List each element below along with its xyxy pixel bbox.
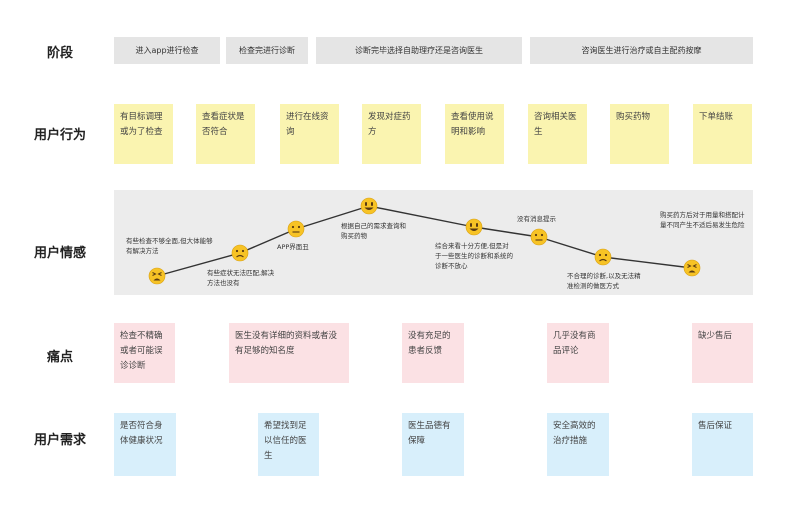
row-label-stage: 阶段 xyxy=(46,46,73,61)
emotion-note-8: 购买药方后对于用量和搭配计量不同产生不适后易发生危险 xyxy=(660,211,745,229)
pain-point-card: 没有充足的患者反馈 xyxy=(402,323,464,383)
pain-point-card: 医生没有详细的资料或者没有足够的知名度 xyxy=(229,323,349,383)
behavior-card: 下单结账 xyxy=(693,104,752,164)
behavior-card: 购买药物 xyxy=(610,104,669,164)
emotion-note-4: 根据自己的需求查询和购买药物 xyxy=(341,222,406,240)
worried-face-icon xyxy=(683,259,701,277)
happy-face-icon xyxy=(465,218,483,236)
neutral-face-icon xyxy=(287,220,305,238)
sad-face-icon xyxy=(594,248,612,266)
emotion-curve xyxy=(148,197,701,285)
emotion-note-1: 有些检查不够全面,但大体能够有解决方法 xyxy=(126,237,213,255)
sad-face-icon xyxy=(231,244,249,262)
emotion-line xyxy=(156,205,693,277)
need-card: 安全高效的治疗措施 xyxy=(547,413,609,476)
behavior-card: 咨询相关医生 xyxy=(528,104,587,164)
emotion-note-7: 不合理的诊断,以及无法精准检测的做医方式 xyxy=(567,272,641,290)
behavior-card: 发现对症药方 xyxy=(362,104,421,164)
happy-face-icon xyxy=(360,197,378,215)
emotion-note-2: 有些症状无法匹配,解决方法也没有 xyxy=(207,269,275,287)
emotion-note-3: APP界面丑 xyxy=(277,243,309,251)
need-card: 医生品德有保障 xyxy=(402,413,464,476)
emotion-curve-panel: 有些检查不够全面,但大体能够有解决方法 有些症状无法匹配,解决方法也没有 APP… xyxy=(114,190,753,295)
row-label-behavior: 用户行为 xyxy=(33,128,86,143)
need-card: 售后保证 xyxy=(692,413,753,476)
emotion-note-5: 综合来看十分方便,但是对于一些医生的诊断和系统的诊断不放心 xyxy=(435,242,513,270)
behavior-card: 查看症状是否符合 xyxy=(196,104,255,164)
pain-point-card: 几乎没有商品评论 xyxy=(547,323,609,383)
stage-2: 检查完进行诊断 xyxy=(226,37,308,64)
row-label-emotion: 用户情感 xyxy=(33,246,86,261)
pain-point-card: 检查不精确或者可能误诊诊断 xyxy=(114,323,175,383)
behavior-card: 有目标调理或为了检查 xyxy=(114,104,173,164)
behavior-card: 查看使用说明和影响 xyxy=(445,104,504,164)
stage-4: 咨询医生进行治疗或自主配药按摩 xyxy=(530,37,753,64)
behavior-card: 进行在线资询 xyxy=(280,104,339,164)
emotion-note-6: 没有消息提示 xyxy=(517,215,556,223)
stage-3: 诊断完毕选择自助理疗还是咨询医生 xyxy=(316,37,522,64)
need-card: 希望找到足以信任的医生 xyxy=(258,413,319,476)
need-card: 是否符合身体健康状况 xyxy=(114,413,176,476)
worried-face-icon xyxy=(148,267,166,285)
neutral-face-icon xyxy=(530,228,548,246)
row-label-pain: 痛点 xyxy=(46,350,73,365)
row-label-needs: 用户需求 xyxy=(33,433,86,448)
pain-point-card: 缺少售后 xyxy=(692,323,753,383)
stage-1: 进入app进行检查 xyxy=(114,37,220,64)
